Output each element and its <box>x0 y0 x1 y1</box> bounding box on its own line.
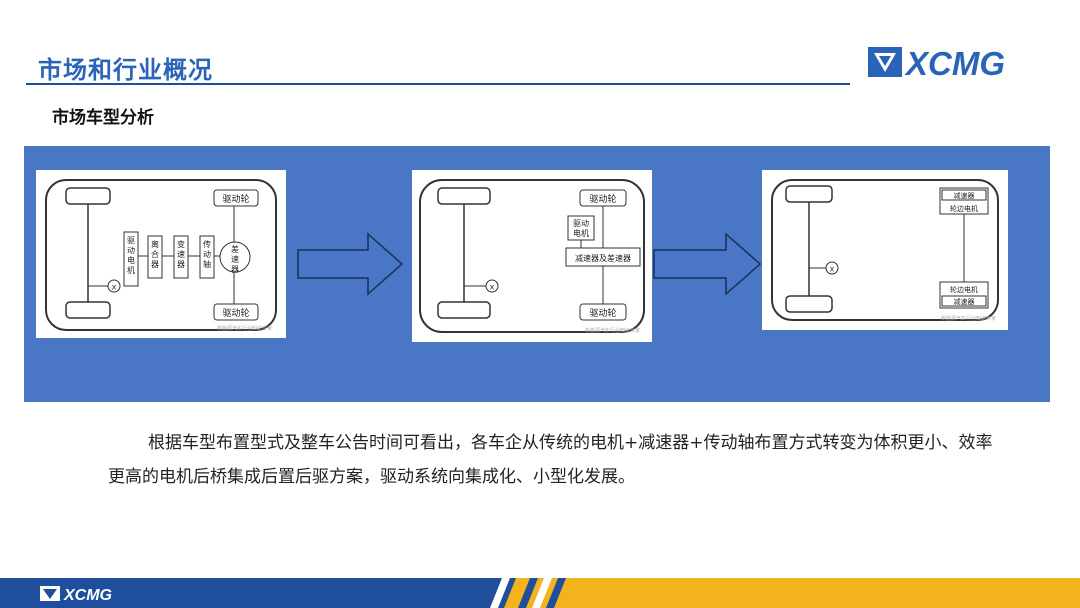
shaft-label: 传动轴 <box>203 239 211 269</box>
watermark: 新能源汽车行业知识专家 <box>217 325 272 332</box>
steering-joint-icon <box>485 279 499 293</box>
watermark: 新能源汽车行业知识专家 <box>585 327 640 334</box>
drive-wheel-bottom-label: 驱动轮 <box>222 307 249 319</box>
reducer-differential-label: 减速器及差速器 <box>575 253 631 263</box>
title-underline <box>26 83 850 85</box>
footer-logo-icon <box>40 586 60 601</box>
motor-label: 驱动电机 <box>127 236 135 275</box>
svg-text:x: x <box>830 265 835 274</box>
diagram-hub-motor-layout: x 减速器 轮边电机 轮边电机 减速器 新能源汽车行业知识专家 <box>762 170 1008 330</box>
logo-text: XCMG <box>904 45 1005 82</box>
wheel-rear-left <box>65 301 111 319</box>
steering-joint-icon <box>825 261 839 275</box>
wheel-rear-left <box>785 295 833 313</box>
footer-stripes-icon <box>490 578 566 608</box>
drive-wheel-top-label: 驱动轮 <box>222 193 249 205</box>
steering-joint-icon <box>107 279 121 293</box>
page-title: 市场和行业概况 <box>38 56 213 84</box>
watermark: 新能源汽车行业知识专家 <box>941 315 996 322</box>
drive-wheel-top-label: 驱动轮 <box>589 193 616 205</box>
motor-box <box>123 231 139 287</box>
clutch-box <box>147 235 163 279</box>
differential-circle <box>219 241 251 273</box>
analysis-paragraph: 根据车型布置型式及整车公告时间可看出，各车企从传统的电机+减速器+传动轴布置方式… <box>108 433 993 487</box>
shaft-box <box>199 235 215 279</box>
arrow-right-icon <box>297 232 404 296</box>
svg-text:x: x <box>112 283 117 292</box>
reducer-top-label: 减速器 <box>954 191 975 200</box>
diagram-panel: x 驱动轮 驱动轮 驱动电机 离合器 变速器 传动轴 差速器 新能源汽车行业知识… <box>24 146 1050 402</box>
drive-wheel-top <box>213 189 259 207</box>
footer-bar: XCMG <box>0 578 1080 608</box>
footer-brand: XCMG <box>63 587 112 604</box>
diagram-traditional-layout: x 驱动轮 驱动轮 驱动电机 离合器 变速器 传动轴 差速器 新能源汽车行业知识… <box>36 170 286 338</box>
clutch-label: 离合器 <box>151 239 159 269</box>
motor-box <box>567 215 595 241</box>
section-subtitle: 市场车型分析 <box>52 108 154 128</box>
chassis-outline <box>419 179 645 333</box>
chassis-outline <box>45 179 277 331</box>
wheel-rear-left <box>437 301 491 319</box>
gearbox-label: 变速器 <box>177 239 185 269</box>
drive-wheel-bottom-label: 驱动轮 <box>589 307 616 319</box>
hub-motor-bottom-label: 轮边电机 <box>950 285 978 294</box>
svg-text:x: x <box>490 283 495 292</box>
motor-label-1: 驱动 <box>573 218 589 228</box>
chassis-outline <box>771 179 999 321</box>
motor-label-2: 电机 <box>573 228 589 238</box>
wheel-front-left <box>437 187 491 205</box>
arrow-right-icon <box>653 232 762 296</box>
hub-motor-top-label: 轮边电机 <box>950 204 978 213</box>
reducer-bottom-label: 减速器 <box>954 297 975 306</box>
drive-wheel-bottom <box>579 303 627 321</box>
gearbox-box <box>173 235 189 279</box>
wheel-front-left <box>65 187 111 205</box>
xcmg-emblem-icon <box>868 47 902 77</box>
drive-wheel-bottom <box>213 303 259 321</box>
differential-label: 差速器 <box>231 244 239 274</box>
wheel-front-left <box>785 185 833 203</box>
diagram-integrated-drive-layout: x 驱动轮 驱动 电机 减速器及差速器 驱动轮 新能源汽车行业知识专家 <box>412 170 652 342</box>
xcmg-logo: XCMG <box>868 45 1005 82</box>
